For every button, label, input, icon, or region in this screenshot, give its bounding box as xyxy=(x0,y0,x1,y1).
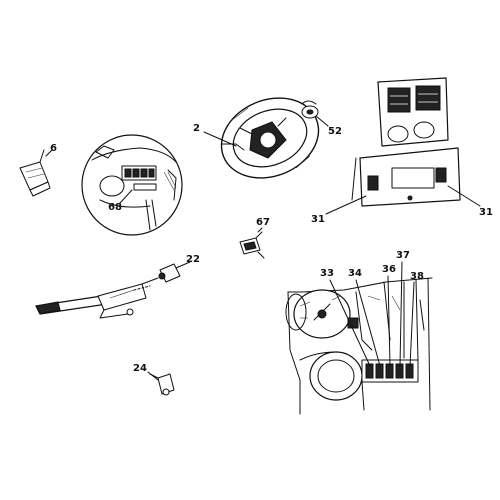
callout-34: 34 xyxy=(348,268,362,279)
callout-2: 2 xyxy=(193,123,200,134)
callout-31-right: 31 xyxy=(479,207,493,218)
callout-33: 33 xyxy=(320,268,334,279)
leader-37 xyxy=(399,261,403,367)
leader-36 xyxy=(387,275,391,367)
callout-38: 38 xyxy=(410,271,424,282)
callout-6: 6 xyxy=(50,143,57,154)
leader-31-right xyxy=(447,185,481,207)
callout-36: 36 xyxy=(382,264,396,275)
callout-37: 37 xyxy=(396,250,410,261)
leader-2 xyxy=(203,131,237,147)
instrument-panel-switches xyxy=(285,277,433,415)
part-31-center-console xyxy=(351,77,461,207)
part-52-hub-nut xyxy=(301,100,319,119)
handbrake-lever xyxy=(35,277,159,319)
part-68-dashboard-detail xyxy=(81,134,183,236)
part-67-relay xyxy=(239,231,265,259)
part-24-sensor xyxy=(149,373,175,396)
leader-68 xyxy=(119,189,133,204)
leader-52 xyxy=(315,115,329,127)
callout-31-left: 31 xyxy=(311,214,325,225)
callout-52: 52 xyxy=(328,126,342,137)
leader-31-left xyxy=(325,195,367,215)
leader-33 xyxy=(329,279,371,367)
part-22-handbrake-switch xyxy=(158,263,181,283)
callout-24: 24 xyxy=(133,363,147,374)
leader-22 xyxy=(175,261,191,269)
callout-67: 67 xyxy=(256,217,270,228)
leader-24 xyxy=(147,371,159,381)
callout-22: 22 xyxy=(186,254,200,265)
callout-68: 68 xyxy=(108,202,122,213)
part-6-switch xyxy=(19,149,51,197)
leader-38 xyxy=(409,281,415,367)
leader-34 xyxy=(355,279,381,367)
part-2-steering-wheel xyxy=(220,97,320,179)
leader-67 xyxy=(257,227,263,233)
leader-6 xyxy=(45,149,53,157)
